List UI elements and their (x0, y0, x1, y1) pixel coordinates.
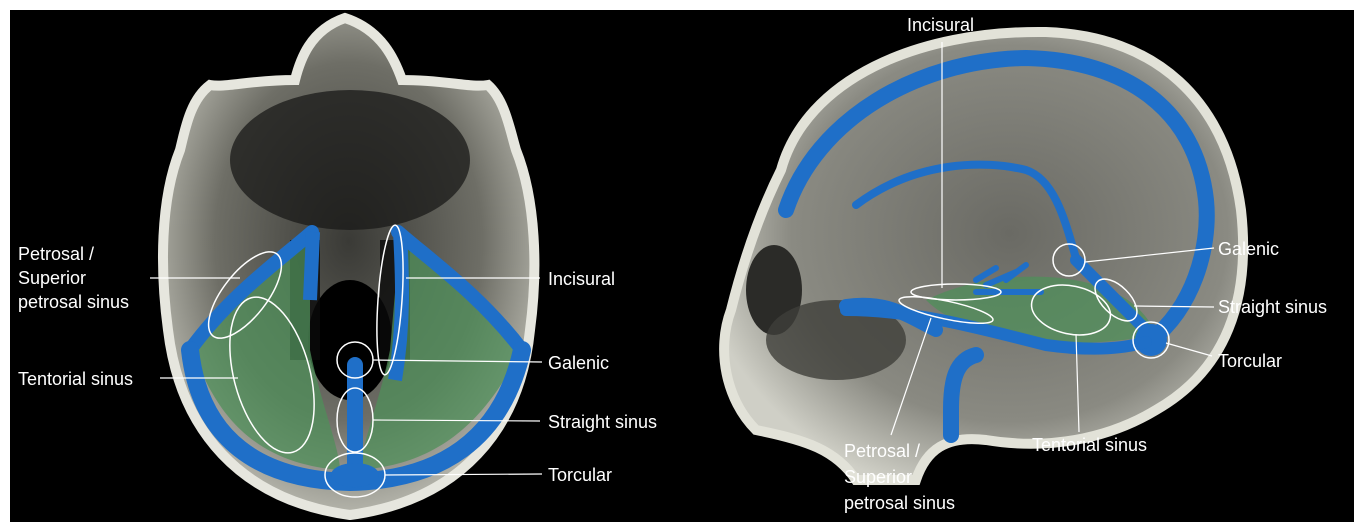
label-petrosal-lateral-line3: petrosal sinus (844, 492, 955, 514)
label-straight-sinus-lateral: Straight sinus (1218, 296, 1327, 318)
label-petrosal-line3: petrosal sinus (18, 291, 129, 313)
anterior-fossa (230, 90, 470, 230)
torcular-blob (331, 463, 379, 487)
label-straight-sinus: Straight sinus (548, 411, 657, 433)
label-petrosal-lateral-line1: Petrosal / (844, 440, 920, 462)
label-incisural-lateral: Incisural (907, 14, 974, 36)
axial-skull-view: Petrosal / Superior petrosal sinus Tento… (10, 10, 686, 522)
label-petrosal-line1: Petrosal / (18, 243, 94, 265)
lateral-skull-graphic (686, 10, 1354, 522)
label-torcular-lateral: Torcular (1218, 350, 1282, 372)
label-petrosal-lateral-line2: Superior (844, 466, 912, 488)
lateral-skull-view: Incisural Galenic Straight sinus Torcula… (686, 10, 1354, 522)
tentorial-incisura-left (310, 232, 313, 300)
label-tentorial-sinus: Tentorial sinus (18, 368, 133, 390)
label-galenic: Galenic (548, 352, 609, 374)
axial-skull-graphic (10, 10, 686, 522)
label-petrosal-line2: Superior (18, 267, 86, 289)
label-incisural: Incisural (548, 268, 615, 290)
label-torcular: Torcular (548, 464, 612, 486)
label-galenic-lateral: Galenic (1218, 238, 1279, 260)
label-tentorial-sinus-lateral: Tentorial sinus (1032, 434, 1147, 456)
